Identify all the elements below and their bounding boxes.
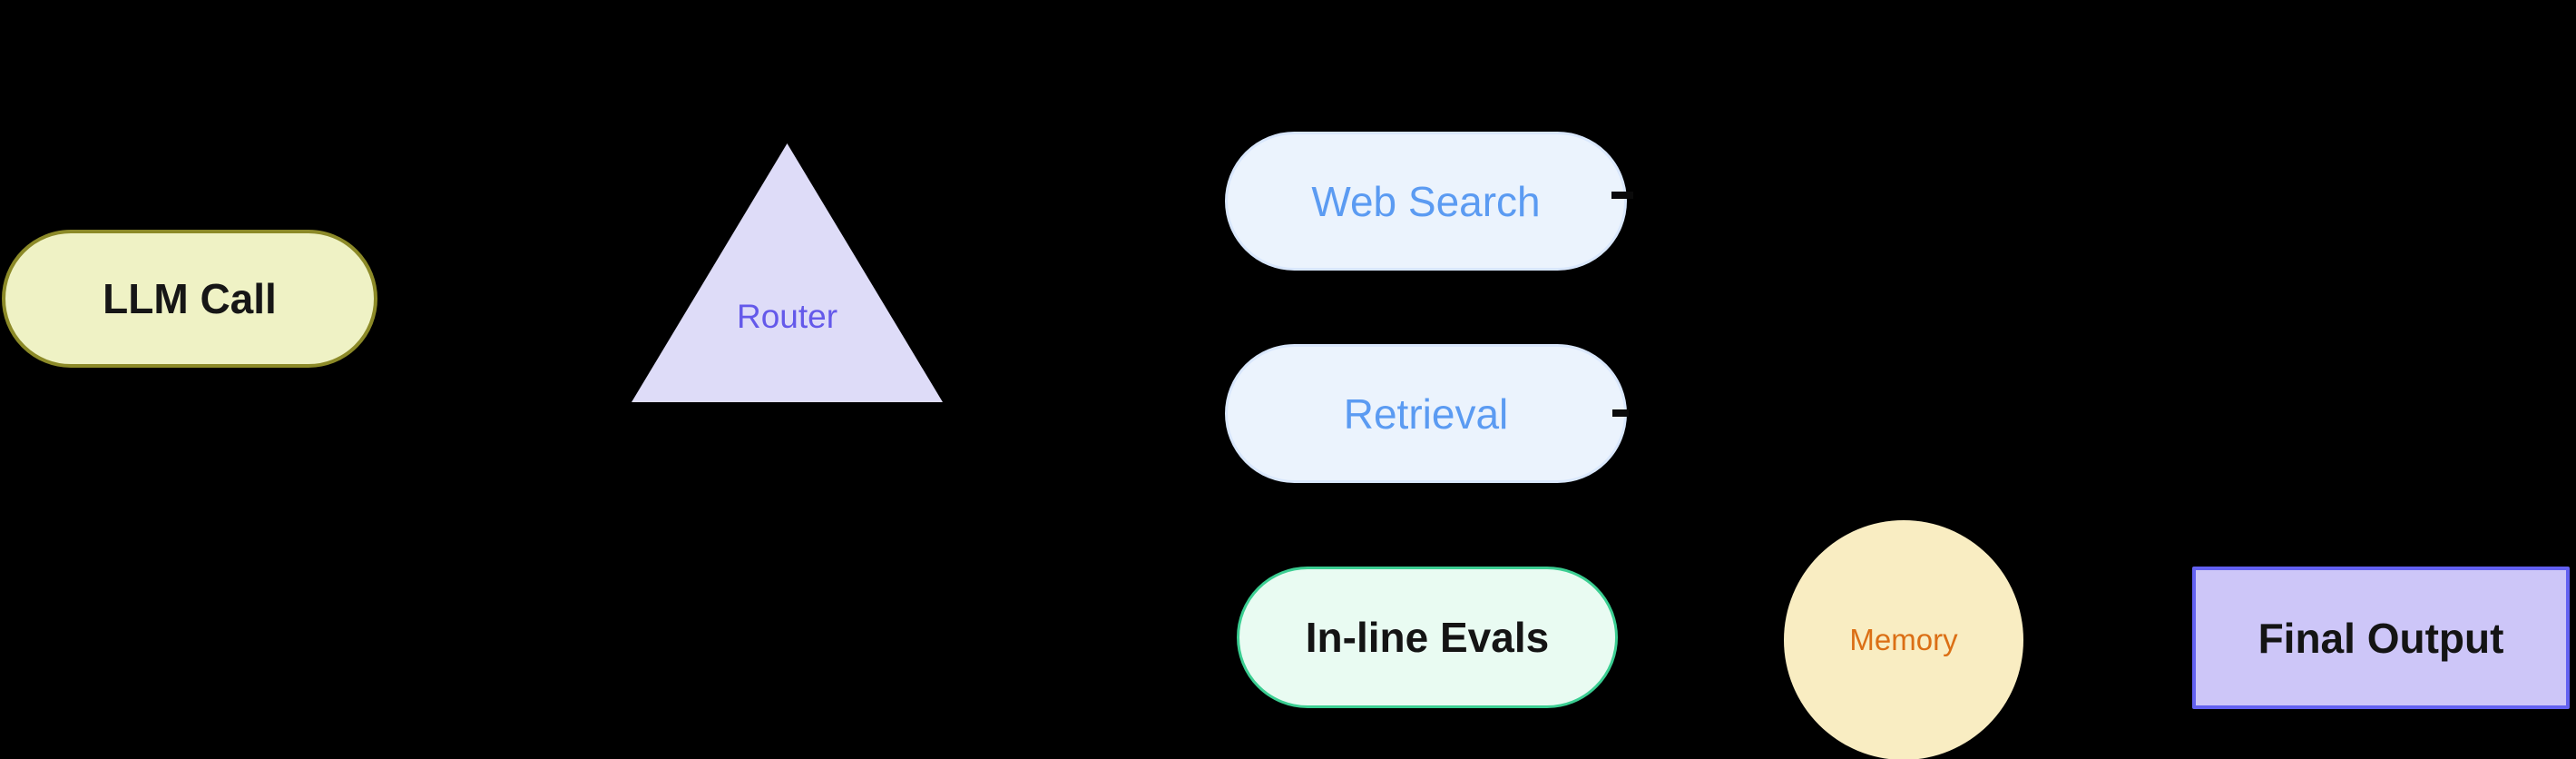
node-web-search[interactable]: Web Search [1225, 132, 1627, 271]
node-llm-call[interactable]: LLM Call [2, 230, 377, 368]
node-llm-call-label: LLM Call [103, 275, 277, 322]
node-final-output-label: Final Output [2258, 614, 2504, 662]
connector-stub-web-search [1611, 192, 1633, 199]
node-inline-evals[interactable]: In-line Evals [1237, 567, 1618, 708]
connector-stub-retrieval [1612, 409, 1629, 417]
node-inline-evals-label: In-line Evals [1305, 614, 1550, 661]
node-retrieval-label: Retrieval [1343, 389, 1509, 438]
node-final-output[interactable]: Final Output [2192, 567, 2570, 709]
node-memory-label: Memory [1849, 623, 1958, 656]
node-router-label: Router [736, 298, 838, 335]
node-retrieval[interactable]: Retrieval [1225, 344, 1627, 483]
node-router[interactable]: Router [632, 143, 943, 402]
node-memory[interactable]: Memory [1784, 520, 2023, 759]
node-web-search-label: Web Search [1311, 177, 1541, 225]
